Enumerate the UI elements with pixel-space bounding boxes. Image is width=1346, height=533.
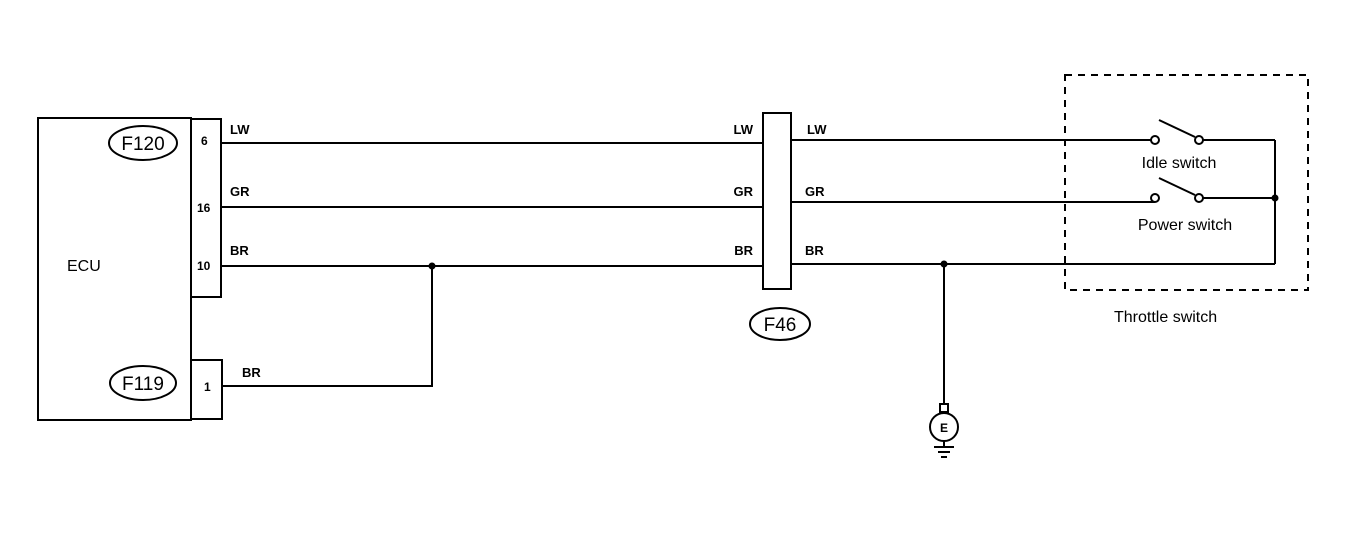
junction-connector: F46 LW GR BR LW GR BR xyxy=(734,112,827,341)
f46-right-br: BR xyxy=(805,243,824,258)
ground-symbol-label: E xyxy=(940,421,948,435)
connector-f120-badge xyxy=(108,125,178,161)
wire-label-br-aux: BR xyxy=(242,365,261,380)
f46-right-gr: GR xyxy=(805,184,825,199)
idle-switch-contact-right xyxy=(1194,135,1204,145)
ecu-connector-main: F120 6 16 10 xyxy=(108,118,222,298)
pin-10: 10 xyxy=(197,259,211,273)
connector-f119-body xyxy=(190,359,223,420)
power-switch-label: Power switch xyxy=(1138,217,1232,234)
pin-16: 16 xyxy=(197,201,211,215)
f46-left-lw: LW xyxy=(734,122,754,137)
ecu-label: ECU xyxy=(67,258,101,275)
power-switch-blade xyxy=(1158,177,1196,196)
power-switch-contact-right xyxy=(1194,193,1204,203)
f46-left-gr: GR xyxy=(734,184,754,199)
connector-f46-badge xyxy=(749,307,811,341)
ecu-connector-aux: F119 1 xyxy=(109,359,223,420)
connector-f119-label: F119 xyxy=(122,374,164,395)
connector-f46-body xyxy=(762,112,792,290)
connector-f120-label: F120 xyxy=(121,134,164,155)
f46-right-lw: LW xyxy=(807,122,827,137)
power-switch-contact-left xyxy=(1150,193,1160,203)
idle-switch-contact-left xyxy=(1150,135,1160,145)
ground-stub xyxy=(939,403,949,413)
connector-f46-label: F46 xyxy=(764,315,797,336)
throttle-switch-label: Throttle switch xyxy=(1114,309,1217,326)
ground: E xyxy=(929,264,959,458)
pin-6: 6 xyxy=(201,134,208,148)
power-switch: Power switch xyxy=(1138,177,1275,234)
splice-dot-left xyxy=(428,262,436,270)
idle-switch-blade xyxy=(1158,119,1196,138)
throttle-switch-boundary xyxy=(1064,74,1309,291)
wire-br-aux xyxy=(222,266,433,387)
f46-left-br: BR xyxy=(734,243,753,258)
wire-label-gr: GR xyxy=(230,184,250,199)
idle-switch-label: Idle switch xyxy=(1142,155,1217,172)
pin-1: 1 xyxy=(204,380,211,394)
throttle-switch: Throttle switch Idle switch Power switch xyxy=(1064,74,1309,326)
idle-switch: Idle switch xyxy=(1142,119,1275,172)
wires-right xyxy=(791,139,1279,268)
wire-label-lw: LW xyxy=(230,122,250,137)
wires-left: LW GR BR BR xyxy=(221,122,763,387)
wire-label-br: BR xyxy=(230,243,249,258)
connector-f119-badge xyxy=(109,365,177,401)
